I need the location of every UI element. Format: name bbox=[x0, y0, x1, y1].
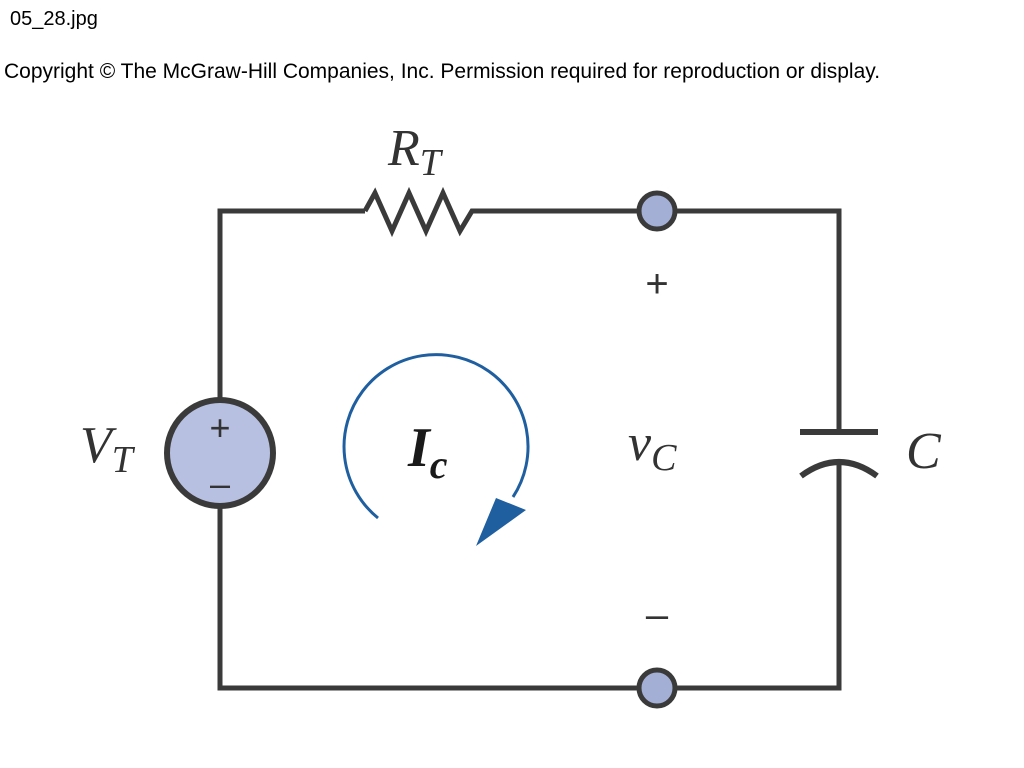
voltage-source-circle bbox=[164, 397, 276, 509]
vc-plus-sign: + bbox=[645, 262, 668, 306]
wire-top-right bbox=[480, 208, 842, 432]
current-arc bbox=[342, 353, 530, 520]
capacitor-plate-bottom bbox=[799, 459, 879, 479]
terminal-node-bottom bbox=[636, 667, 678, 709]
capacitor-symbol bbox=[799, 429, 879, 479]
circuit-wires bbox=[217, 186, 842, 691]
terminal-node-top bbox=[636, 190, 678, 232]
wire-top-left bbox=[217, 208, 365, 400]
current-arrowhead bbox=[476, 498, 526, 546]
wire-bottom-right bbox=[217, 460, 842, 691]
current-label: Ic bbox=[407, 417, 448, 487]
vc-minus-sign: – bbox=[646, 593, 669, 637]
source-plus-sign: + bbox=[209, 407, 230, 448]
source-minus-sign: – bbox=[210, 463, 230, 504]
resistor-label: RT bbox=[387, 120, 444, 184]
source-label: VT bbox=[80, 417, 136, 481]
resistor-zigzag bbox=[362, 186, 480, 238]
current-direction-arrow bbox=[342, 353, 530, 546]
capacitor-label: C bbox=[906, 423, 942, 480]
capacitor-voltage-label: vC bbox=[628, 415, 677, 479]
filename-label: 05_28.jpg bbox=[10, 8, 98, 30]
voltage-source: + – bbox=[164, 397, 276, 509]
copyright-notice: Copyright © The McGraw-Hill Companies, I… bbox=[4, 60, 881, 83]
